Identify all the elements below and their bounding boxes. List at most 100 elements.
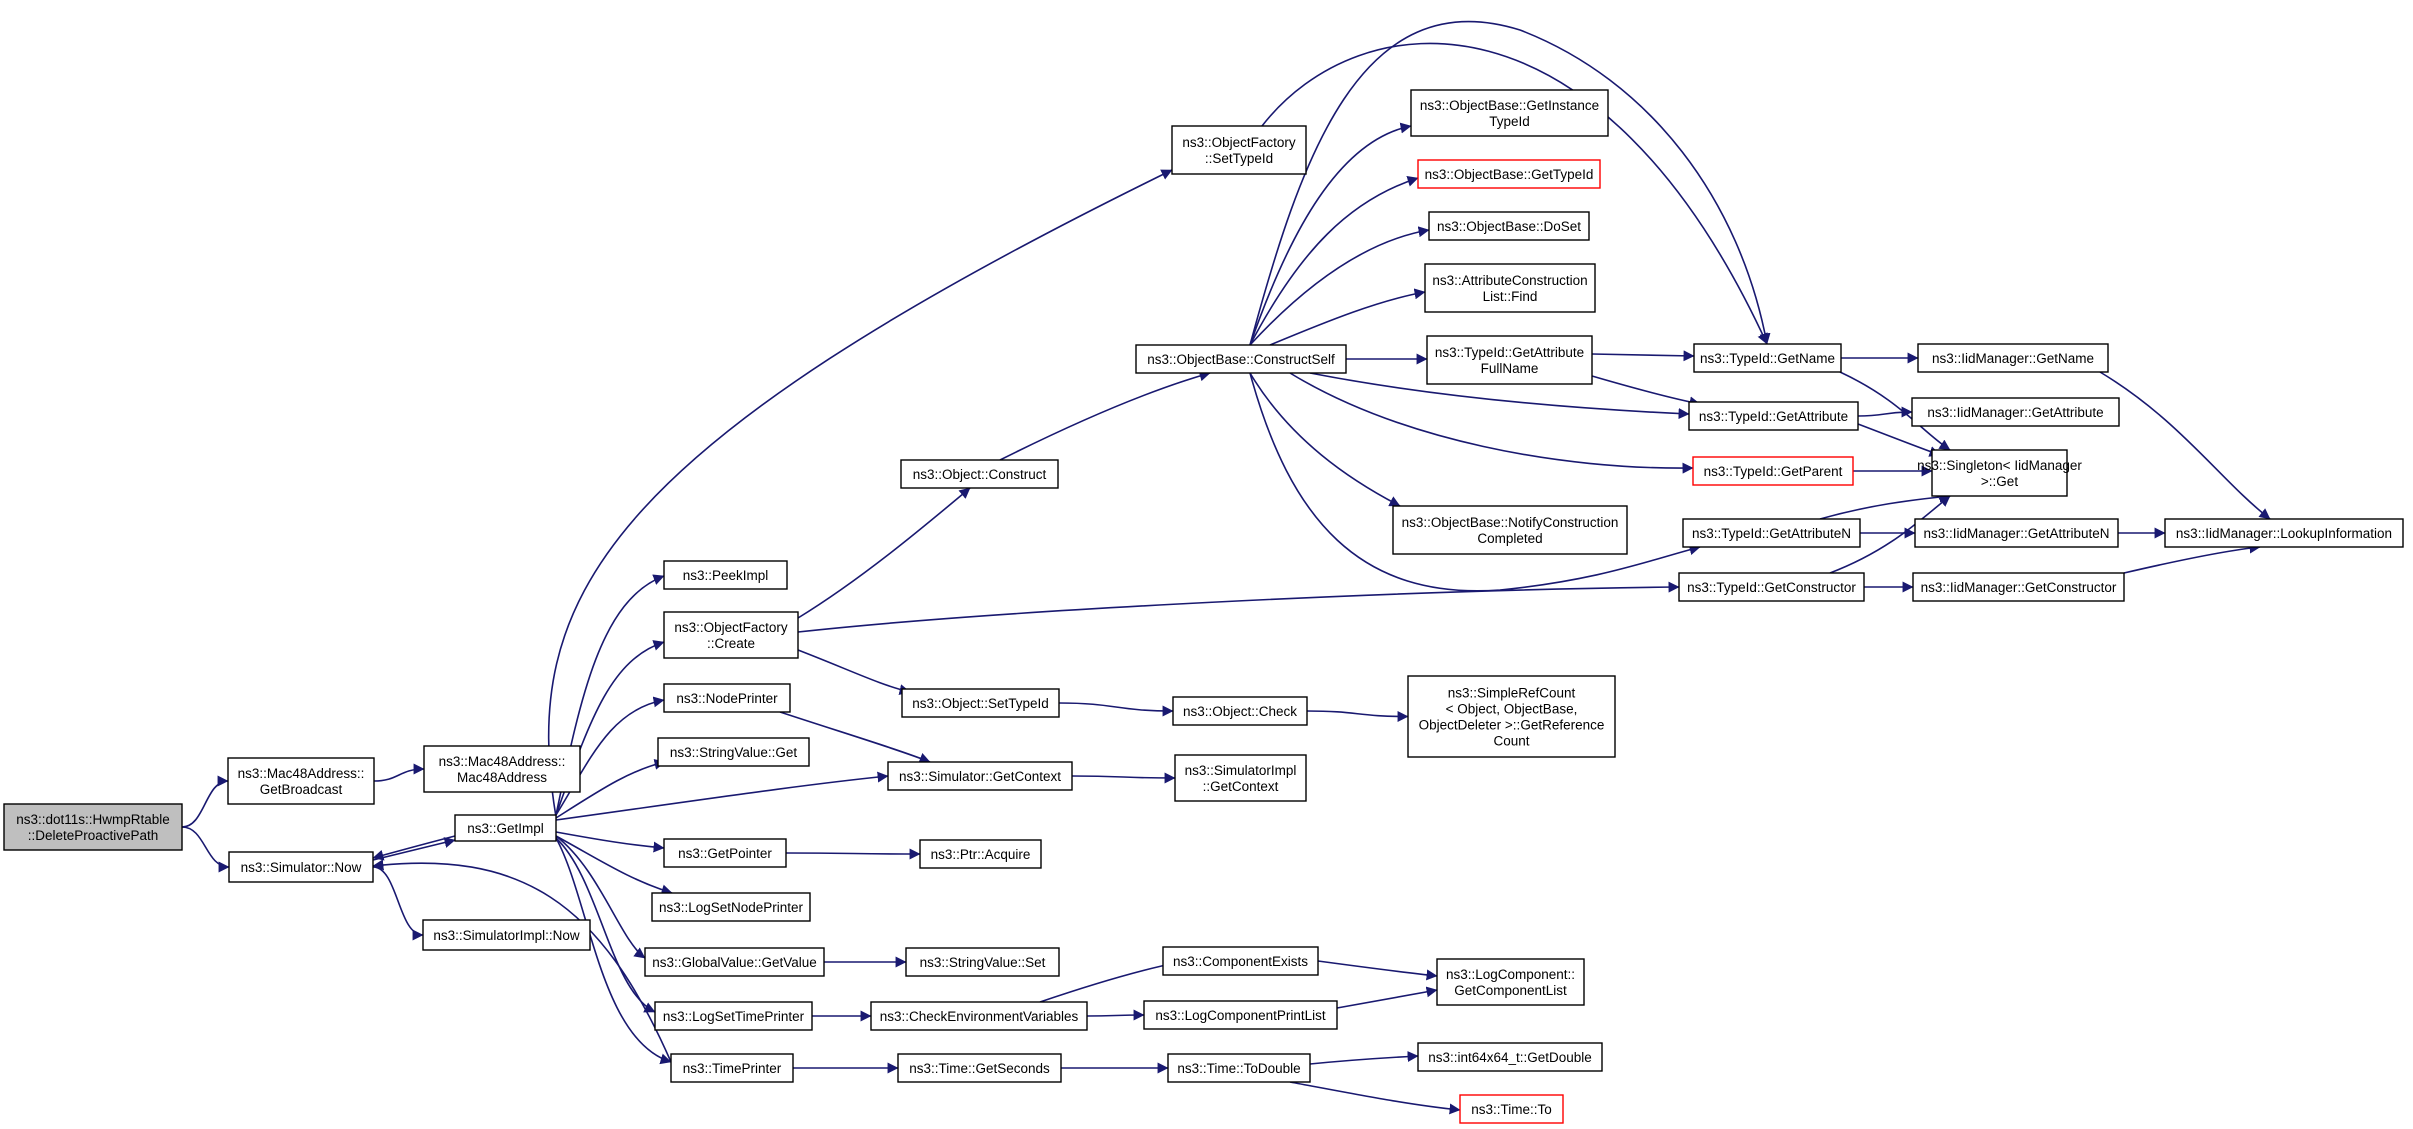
edge-iidGetConstructor-to-iidLookupInformation	[2123, 542, 2261, 574]
edge-line	[1071, 772, 1176, 784]
node-box	[1135, 344, 1347, 374]
node-stringValueSet[interactable]: ns3::StringValue::Set	[905, 947, 1060, 977]
node-stringValueGet[interactable]: ns3::StringValue::Get	[657, 737, 810, 767]
edge-obConstructSelf-to-tidGetName	[1249, 20, 1771, 346]
node-simImplNow[interactable]: ns3::SimulatorImpl::Now	[422, 919, 591, 951]
node-int64GetDouble[interactable]: ns3::int64x64_t::GetDouble	[1417, 1042, 1603, 1072]
node-iidGetAttributeN[interactable]: ns3::IidManager::GetAttributeN	[1914, 518, 2119, 548]
node-iidGetName[interactable]: ns3::IidManager::GetName	[1917, 343, 2109, 373]
node-mac48Ctor[interactable]: ns3::Mac48Address::Mac48Address	[423, 745, 581, 793]
node-simGetContext[interactable]: ns3::Simulator::GetContext	[887, 761, 1073, 791]
edge-line	[372, 835, 456, 861]
node-label-line: TypeId	[1489, 114, 1530, 129]
node-getPointer[interactable]: ns3::GetPointer	[663, 838, 787, 868]
node-objConstruct[interactable]: ns3::Object::Construct	[900, 459, 1059, 489]
edge-line	[547, 169, 1173, 818]
node-singletonGet[interactable]: ns3::Singleton< IidManager>::Get	[1917, 449, 2082, 497]
node-label-line: Completed	[1477, 531, 1542, 546]
edge-line	[555, 835, 646, 959]
node-label-line: ns3::StringValue::Set	[920, 955, 1046, 970]
node-tidGetName[interactable]: ns3::TypeId::GetName	[1693, 343, 1842, 373]
edge-tidGetAttribute-to-singletonGet	[1857, 423, 1941, 457]
node-ofSetTypeId[interactable]: ns3::ObjectFactory::SetTypeId	[1171, 125, 1307, 175]
edge-checkEnvVars-to-componentExists	[1039, 958, 1181, 1003]
node-tidGetConstructor[interactable]: ns3::TypeId::GetConstructor	[1678, 572, 1865, 602]
node-timeTo[interactable]: ns3::Time::To	[1459, 1094, 1564, 1124]
node-label-line: ns3::StringValue::Get	[670, 745, 798, 760]
node-box	[454, 814, 557, 842]
node-obConstructSelf[interactable]: ns3::ObjectBase::ConstructSelf	[1135, 344, 1347, 374]
edge-ofCreate-to-objSetTypeId	[797, 649, 911, 695]
node-obGetTypeId[interactable]: ns3::ObjectBase::GetTypeId	[1417, 159, 1601, 189]
node-globalValueGetValue[interactable]: ns3::GlobalValue::GetValue	[644, 947, 825, 977]
node-objCheck[interactable]: ns3::Object::Check	[1172, 696, 1308, 726]
node-box	[897, 1053, 1062, 1083]
node-simImplGetContext[interactable]: ns3::SimulatorImpl::GetContext	[1174, 754, 1307, 802]
edge-objSetTypeId-to-objCheck	[1058, 702, 1174, 717]
node-label-line: >::Get	[1981, 474, 2018, 489]
node-label-line: ns3::ObjectFactory	[1182, 135, 1296, 150]
edge-line	[1039, 958, 1181, 1003]
node-label-line: GetComponentList	[1454, 983, 1567, 998]
node-iidLookupInformation[interactable]: ns3::IidManager::LookupInformation	[2164, 518, 2404, 548]
node-iidGetConstructor[interactable]: ns3::IidManager::GetConstructor	[1912, 572, 2125, 602]
node-label-line: ns3::SimulatorImpl	[1185, 763, 1297, 778]
node-timeToDouble[interactable]: ns3::Time::ToDouble	[1167, 1053, 1311, 1083]
node-tidGetAttribute[interactable]: ns3::TypeId::GetAttribute	[1688, 401, 1859, 431]
edge-tidGetConstructor-to-singletonGet	[1829, 495, 1951, 574]
edge-line	[779, 711, 931, 764]
node-label-line: < Object, ObjectBase,	[1446, 702, 1578, 717]
edge-mac48GetBroadcast-to-mac48Ctor	[373, 763, 425, 782]
node-label-line: ns3::IidManager::LookupInformation	[2176, 526, 2392, 541]
edge-obConstructSelf-to-obGetTypeId	[1249, 175, 1419, 346]
node-root[interactable]: ns3::dot11s::HwmpRtable::DeleteProactive…	[3, 803, 183, 851]
node-peekImpl[interactable]: ns3::PeekImpl	[663, 560, 788, 590]
node-componentExists[interactable]: ns3::ComponentExists	[1162, 946, 1319, 976]
node-simpleRefCountGetRefCount[interactable]: ns3::SimpleRefCount< Object, ObjectBase,…	[1407, 675, 1616, 758]
edge-root-to-mac48GetBroadcast	[181, 775, 229, 828]
call-edges	[181, 20, 2271, 1115]
edge-obConstructSelf-to-tidGetParent	[1289, 372, 1694, 474]
node-timePrinter[interactable]: ns3::TimePrinter	[670, 1053, 794, 1083]
node-logComponentPrintList[interactable]: ns3::LogComponentPrintList	[1143, 1000, 1338, 1030]
edge-timePrinter-to-simNow	[372, 859, 672, 1063]
node-tidGetParent[interactable]: ns3::TypeId::GetParent	[1692, 456, 1854, 486]
node-label-line: ns3::TypeId::GetAttribute	[1699, 409, 1848, 424]
node-label-line: ns3::Mac48Address::	[238, 766, 365, 781]
node-box	[1459, 1094, 1564, 1124]
node-box	[227, 757, 375, 805]
edge-line	[181, 826, 230, 873]
node-label-line: ns3::ComponentExists	[1173, 954, 1308, 969]
edge-line	[555, 837, 672, 1065]
node-checkEnvVars[interactable]: ns3::CheckEnvironmentVariables	[870, 1001, 1088, 1031]
edge-line	[2123, 542, 2261, 574]
edge-line	[555, 831, 665, 853]
node-nodePrinter[interactable]: ns3::NodePrinter	[663, 683, 791, 713]
edge-line	[1249, 372, 1401, 507]
node-label-line: ns3::IidManager::GetName	[1932, 351, 2094, 366]
node-label-line: ns3::Object::Check	[1183, 704, 1297, 719]
node-logSetTimePrinter[interactable]: ns3::LogSetTimePrinter	[654, 1001, 813, 1031]
node-mac48GetBroadcast[interactable]: ns3::Mac48Address::GetBroadcast	[227, 757, 375, 805]
node-ofCreate[interactable]: ns3::ObjectFactory::Create	[663, 611, 799, 659]
edge-line	[1269, 288, 1426, 346]
node-obDoSet[interactable]: ns3::ObjectBase::DoSet	[1428, 211, 1590, 241]
node-obNotifyConstructionCompleted[interactable]: ns3::ObjectBase::NotifyConstructionCompl…	[1392, 505, 1628, 555]
node-label-line: ns3::IidManager::GetAttribute	[1927, 405, 2103, 420]
node-iidGetAttribute[interactable]: ns3::IidManager::GetAttribute	[1911, 397, 2120, 427]
node-logSetNodePrinter[interactable]: ns3::LogSetNodePrinter	[651, 892, 811, 922]
node-ptrAcquire[interactable]: ns3::Ptr::Acquire	[919, 839, 1042, 869]
edge-getImpl-to-getPointer	[555, 831, 665, 853]
node-objSetTypeId[interactable]: ns3::Object::SetTypeId	[901, 688, 1060, 718]
node-label-line: ns3::LogComponentPrintList	[1155, 1008, 1326, 1023]
node-getImpl[interactable]: ns3::GetImpl	[454, 814, 557, 842]
edge-tidGetAttrFullName-to-tidGetAttribute	[1591, 375, 1701, 408]
node-tidGetAttributeN[interactable]: ns3::TypeId::GetAttributeN	[1682, 518, 1861, 548]
node-simNow[interactable]: ns3::Simulator::Now	[228, 851, 374, 883]
node-logComponentGetList[interactable]: ns3::LogComponent::GetComponentList	[1436, 958, 1585, 1006]
node-label-line: ns3::int64x64_t::GetDouble	[1428, 1050, 1592, 1065]
node-timeGetSeconds[interactable]: ns3::Time::GetSeconds	[897, 1053, 1062, 1083]
